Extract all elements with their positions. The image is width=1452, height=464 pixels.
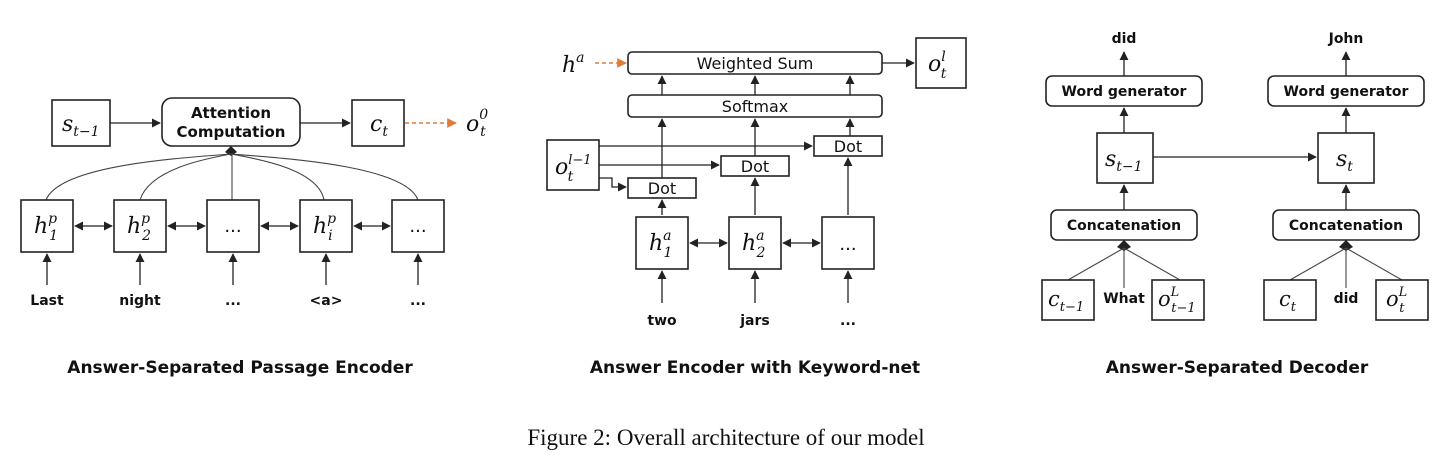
hpi-box [299, 199, 353, 253]
s-cur-state-label: st [1336, 147, 1353, 175]
decoder-panel: did John Word generator Word generator s… [1041, 31, 1429, 378]
hp-ellipsis-box-2 [391, 199, 445, 253]
attention-label-line2: Computation [177, 123, 286, 141]
figure-caption: Figure 2: Overall architecture of our mo… [527, 425, 924, 450]
output-word: did [1112, 31, 1137, 47]
input-word: ... [225, 293, 241, 309]
oL-prev-box [1151, 279, 1205, 321]
ha1-box [635, 216, 689, 270]
softmax-label: Softmax [722, 97, 788, 116]
hp-ellipsis-box-1 [206, 199, 260, 253]
ha-ellipsis: ... [839, 234, 856, 255]
dot-label: Dot [834, 137, 862, 156]
answer-word: ... [840, 313, 856, 329]
c-prev-box [1041, 279, 1095, 321]
dot-box-3 [813, 135, 883, 157]
panel-title: Answer-Separated Decoder [1106, 358, 1369, 378]
word-generator-box-2 [1267, 75, 1425, 107]
hp1-box [20, 199, 74, 253]
input-word: <a> [310, 293, 343, 309]
s-prev-state-box [1096, 132, 1154, 184]
oL-cur-box [1375, 279, 1429, 321]
dot-box-2 [720, 155, 790, 177]
c-cur-box [1263, 279, 1317, 321]
concatenation-label: Concatenation [1067, 218, 1181, 234]
panel-title: Answer-Separated Passage Encoder [67, 358, 413, 378]
input-word: Last [30, 293, 64, 309]
answer-word: jars [739, 313, 769, 329]
concatenation-label: Concatenation [1289, 218, 1403, 234]
ha-label: ha [562, 50, 585, 78]
s-prev-box [51, 99, 111, 147]
ol-prev-box [546, 139, 600, 191]
s-prev-state-label: st−1 [1105, 147, 1143, 175]
panel-title: Answer Encoder with Keyword-net [590, 358, 920, 378]
answer-word: two [647, 313, 677, 329]
ol-box [915, 37, 967, 89]
word-generator-box-1 [1045, 75, 1203, 107]
input-word: night [119, 293, 161, 309]
s-prev-label: st−1 [62, 112, 100, 140]
c-prev-label: ct−1 [1048, 287, 1084, 315]
dot-label: Dot [648, 179, 676, 198]
word-generator-label: Word generator [1062, 84, 1187, 100]
c-cur-label: ct [1279, 287, 1297, 315]
dot-box-1 [627, 177, 697, 199]
ha2-box [728, 216, 782, 270]
hp2-box [113, 199, 167, 253]
context-label: ct [370, 112, 388, 140]
hp-ellipsis-1: ... [224, 216, 241, 237]
hp-ellipsis-2: ... [409, 216, 426, 237]
word-generator-label: Word generator [1284, 84, 1409, 100]
s-cur-state-box [1317, 132, 1375, 184]
decoder-input-word: did [1334, 291, 1359, 307]
attention-label-line1: Attention [191, 104, 271, 122]
decoder-input-word: What [1103, 291, 1145, 307]
input-word: ... [410, 293, 426, 309]
output-word: John [1328, 31, 1364, 47]
dot-label: Dot [741, 157, 769, 176]
ha-ellipsis-box [821, 216, 875, 270]
context-box [351, 99, 405, 147]
weighted-sum-label: Weighted Sum [697, 54, 814, 73]
